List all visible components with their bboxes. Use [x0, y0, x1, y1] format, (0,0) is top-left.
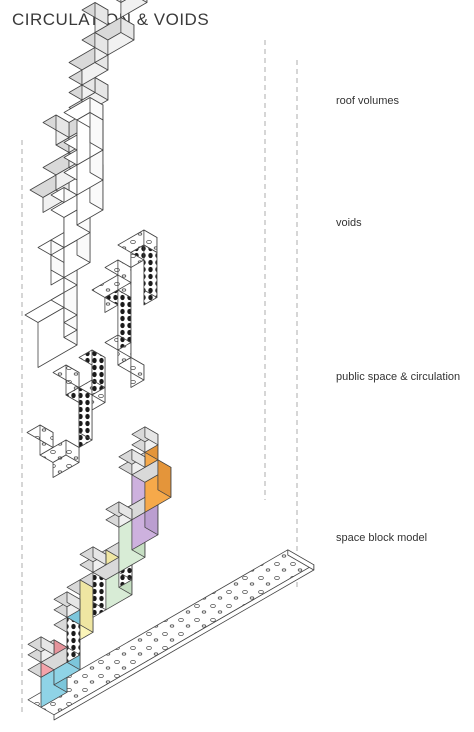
space-block-model-layer	[27, 426, 315, 721]
roof-cap-block	[79, 546, 107, 573]
perforated-public-block	[52, 364, 80, 396]
guide-lines	[21, 40, 298, 712]
block-side	[65, 364, 80, 388]
block-side	[157, 459, 172, 498]
block-side	[141, 0, 148, 3]
block-side	[55, 114, 70, 138]
circulation-core-block	[104, 289, 132, 351]
label-roof-volumes: roof volumes	[336, 95, 399, 107]
label-voids: voids	[336, 217, 362, 229]
roof-cap-block	[105, 501, 133, 528]
block-side	[120, 17, 135, 41]
circulation-core-block	[65, 387, 93, 448]
roof-cap-block	[118, 448, 146, 476]
block-side	[78, 387, 93, 441]
roof-cap-block	[27, 636, 55, 663]
block-side	[118, 501, 133, 521]
roof-volume-block	[42, 114, 70, 146]
roof-volume-block	[115, 0, 148, 18]
perforated-public-block	[26, 424, 54, 456]
block-side	[144, 426, 159, 446]
roof-cap-block	[53, 591, 81, 618]
roof-volume-block	[94, 17, 135, 56]
perforated-public-block	[39, 439, 80, 478]
public-space-layer	[26, 229, 158, 478]
block-side	[66, 591, 81, 611]
block-side	[130, 357, 145, 381]
diagram-title: CIRCULATION & VOIDS	[12, 10, 210, 29]
void-volume-block	[37, 239, 65, 286]
block-side	[131, 448, 146, 468]
block-side	[143, 244, 158, 298]
void-volume-block	[76, 112, 104, 158]
block-side	[91, 349, 106, 388]
block-front	[120, 0, 127, 3]
circulation-core-block	[78, 349, 106, 396]
label-space-block-model: space block model	[336, 532, 428, 544]
block-side	[40, 636, 55, 656]
circulation-core-block	[130, 244, 158, 306]
roof-cap-block	[131, 426, 159, 453]
block-side	[92, 546, 107, 566]
block-side	[94, 2, 109, 26]
roof-volume-block	[120, 0, 127, 3]
block-side	[287, 549, 315, 571]
perforated-public-block	[117, 357, 145, 388]
voids-layer	[24, 97, 104, 368]
block-side	[89, 112, 104, 151]
roof-volume-block	[81, 2, 109, 33]
label-public-space: public space & circulation	[336, 371, 461, 383]
site-base-slab	[27, 549, 315, 721]
space-block	[131, 459, 172, 513]
block-side	[79, 579, 94, 633]
block-side	[117, 289, 132, 343]
block-front	[120, 0, 148, 18]
block-side	[39, 424, 54, 448]
